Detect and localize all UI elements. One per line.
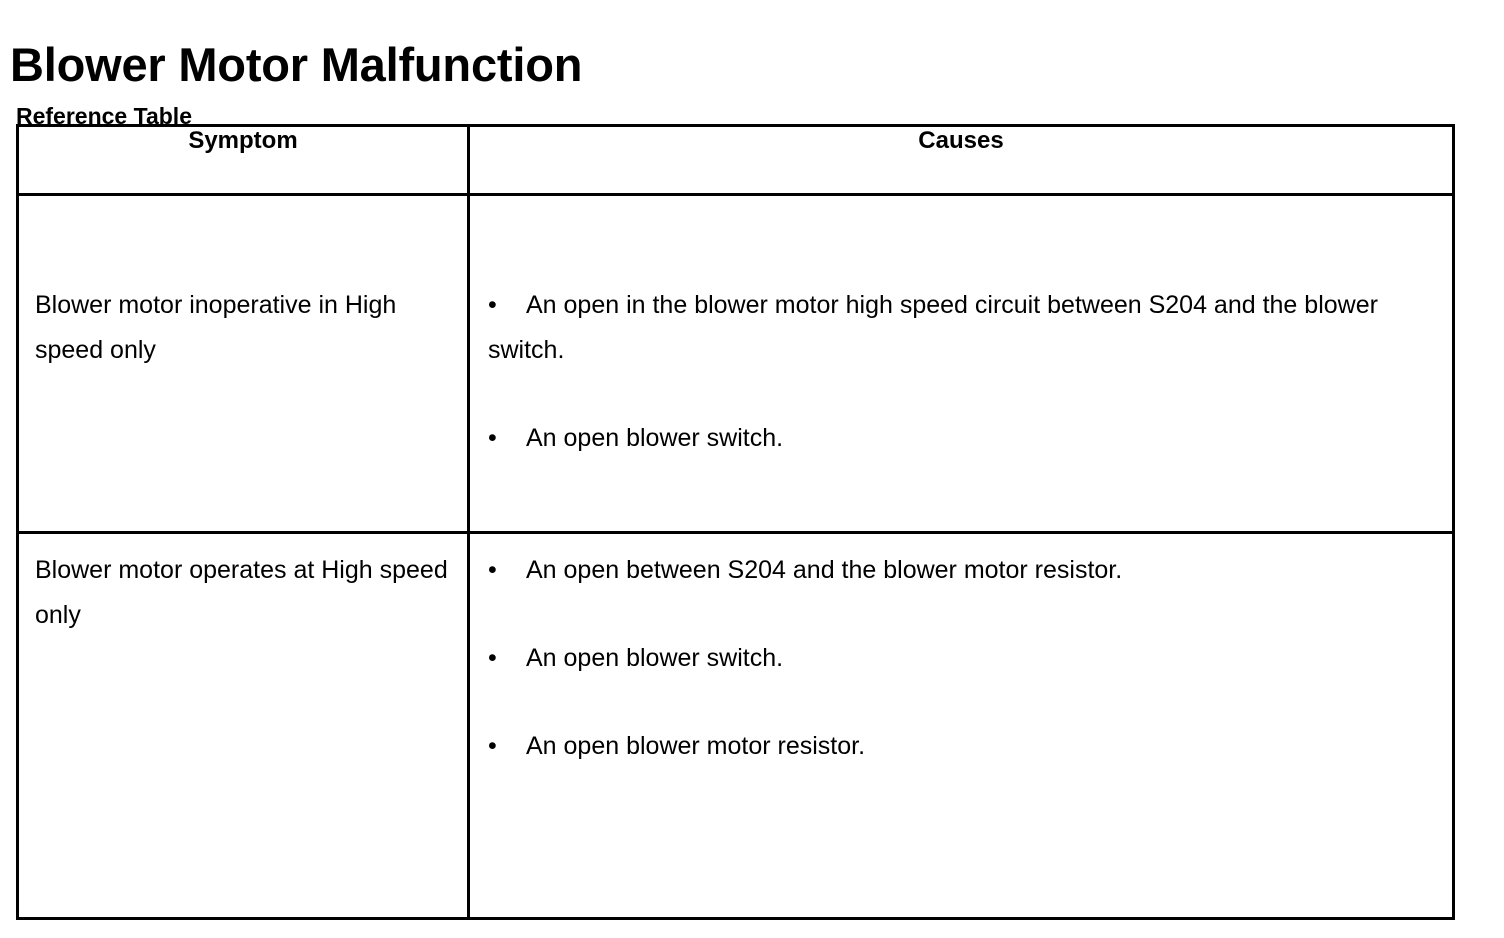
table-row: Blower motor inoperative in High speed o… [16,192,1455,535]
column-header-symptom: Symptom [16,124,470,196]
list-item: • An open blower motor resistor. [470,724,1452,769]
bullet-icon: • [488,291,497,319]
causes-list: • An open between S204 and the blower mo… [470,534,1452,769]
table-header-row: Symptom Causes [16,124,1455,196]
list-item: • An open blower switch. [470,636,1452,724]
causes-cell: • An open between S204 and the blower mo… [467,531,1455,920]
symptom-text: Blower motor operates at High speed only [35,556,448,630]
symptom-cell: Blower motor operates at High speed only [16,531,470,920]
page-title: Blower Motor Malfunction [10,38,583,92]
cause-text: An open blower motor resistor. [526,732,866,761]
cause-text: An open between S204 and the blower moto… [526,556,1123,585]
list-item: • An open between S204 and the blower mo… [470,548,1452,636]
cause-text: An open blower switch. [526,644,784,673]
bullet-icon: • [488,644,497,673]
list-item: • An open in the blower motor high speed… [470,283,1452,416]
symptom-text: Blower motor inoperative in High speed o… [35,291,397,364]
bullet-icon: • [488,732,497,761]
bullet-icon: • [488,424,497,452]
cause-text: An open blower switch. [526,424,784,452]
list-item: • An open blower switch. [470,416,1452,461]
cause-text: An open in the blower motor high speed c… [488,291,1378,364]
column-header-causes: Causes [467,124,1455,196]
causes-list: • An open in the blower motor high speed… [470,196,1452,461]
causes-cell: • An open in the blower motor high speed… [467,192,1455,535]
reference-table: Symptom Causes Blower motor inoperative … [16,124,1455,920]
bullet-icon: • [488,556,497,585]
symptom-cell: Blower motor inoperative in High speed o… [16,192,470,535]
table-row: Blower motor operates at High speed only… [16,531,1455,920]
